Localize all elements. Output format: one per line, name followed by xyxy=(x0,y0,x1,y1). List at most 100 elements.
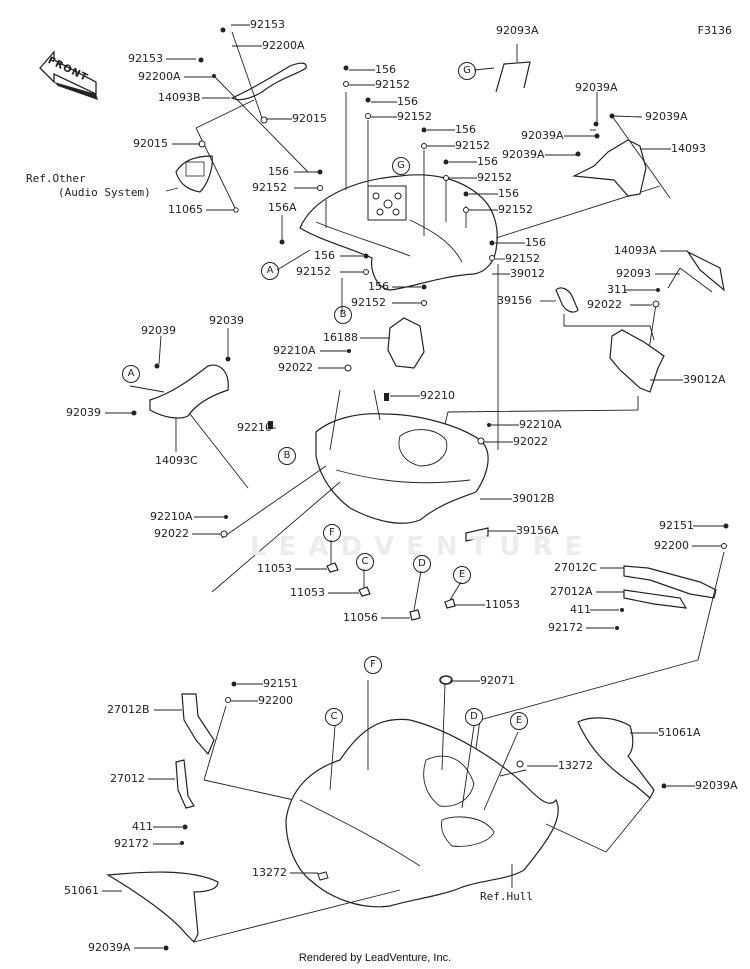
part-label-14093C[interactable]: 14093C xyxy=(155,454,198,467)
part-label-156[interactable]: 156 xyxy=(375,63,396,76)
part-label-92200[interactable]: 92200 xyxy=(258,694,293,707)
part-label-156[interactable]: 156 xyxy=(368,280,389,293)
part-label-92210[interactable]: 92210 xyxy=(237,421,272,434)
part-label-92152[interactable]: 92152 xyxy=(397,110,432,123)
part-label-92210[interactable]: 92210 xyxy=(420,389,455,402)
part-label-92210A[interactable]: 92210A xyxy=(273,344,316,357)
part-label-411[interactable]: 411 xyxy=(132,820,153,833)
callout-d-hull[interactable]: D xyxy=(465,708,483,726)
ref-hull[interactable]: Ref.Hull xyxy=(480,890,533,903)
callout-g-console[interactable]: G xyxy=(392,157,410,175)
part-label-92152[interactable]: 92152 xyxy=(252,181,287,194)
part-label-14093[interactable]: 14093 xyxy=(671,142,706,155)
part-label-27012C[interactable]: 27012C xyxy=(554,561,597,574)
part-label-92200A[interactable]: 92200A xyxy=(262,39,305,52)
part-label-411[interactable]: 411 xyxy=(570,603,591,616)
part-label-13272[interactable]: 13272 xyxy=(252,866,287,879)
part-label-156[interactable]: 156 xyxy=(268,165,289,178)
callout-a-bracket[interactable]: A xyxy=(122,365,140,383)
callout-c-hull[interactable]: C xyxy=(325,708,343,726)
part-label-92039A[interactable]: 92039A xyxy=(521,129,564,142)
part-label-27012A[interactable]: 27012A xyxy=(550,585,593,598)
part-label-39012[interactable]: 39012 xyxy=(510,267,545,280)
part-label-92153[interactable]: 92153 xyxy=(128,52,163,65)
part-label-92200A[interactable]: 92200A xyxy=(138,70,181,83)
part-label-92022[interactable]: 92022 xyxy=(587,298,622,311)
part-label-11065[interactable]: 11065 xyxy=(168,203,203,216)
part-label-156[interactable]: 156 xyxy=(455,123,476,136)
part-label-156[interactable]: 156 xyxy=(498,187,519,200)
part-label-92039[interactable]: 92039 xyxy=(66,406,101,419)
part-label-92071[interactable]: 92071 xyxy=(480,674,515,687)
cover-14093-drawing xyxy=(571,139,647,197)
part-label-92172[interactable]: 92172 xyxy=(548,621,583,634)
part-label-27012B[interactable]: 27012B xyxy=(107,703,150,716)
part-label-39012A[interactable]: 39012A xyxy=(683,373,726,386)
callout-a-console[interactable]: A xyxy=(261,262,279,280)
callout-d-tub[interactable]: D xyxy=(413,555,431,573)
console-39012-drawing xyxy=(299,174,498,291)
part-label-92022[interactable]: 92022 xyxy=(513,435,548,448)
part-label-92093[interactable]: 92093 xyxy=(616,267,651,280)
part-label-92152[interactable]: 92152 xyxy=(477,171,512,184)
part-label-13272[interactable]: 13272 xyxy=(558,759,593,772)
part-label-11053[interactable]: 11053 xyxy=(485,598,520,611)
callout-f-hull[interactable]: F xyxy=(364,656,382,674)
part-label-156[interactable]: 156 xyxy=(525,236,546,249)
part-label-11053[interactable]: 11053 xyxy=(290,586,325,599)
part-label-92152[interactable]: 92152 xyxy=(296,265,331,278)
part-label-92152[interactable]: 92152 xyxy=(505,252,540,265)
callout-g-top[interactable]: G xyxy=(458,62,476,80)
part-label-92200[interactable]: 92200 xyxy=(654,539,689,552)
part-label-92152[interactable]: 92152 xyxy=(455,139,490,152)
cover-14093B-drawing xyxy=(230,62,307,101)
part-label-92151[interactable]: 92151 xyxy=(659,519,694,532)
bin-16188-drawing xyxy=(387,317,425,369)
part-label-92039A[interactable]: 92039A xyxy=(645,110,688,123)
part-label-92022[interactable]: 92022 xyxy=(278,361,313,374)
part-label-39012B[interactable]: 39012B xyxy=(512,492,555,505)
part-label-92039A[interactable]: 92039A xyxy=(502,148,545,161)
part-label-311[interactable]: 311 xyxy=(607,283,628,296)
panel-39012A-drawing xyxy=(609,329,665,393)
callout-b-console[interactable]: B xyxy=(334,306,352,324)
part-label-92015[interactable]: 92015 xyxy=(292,112,327,125)
part-label-92022[interactable]: 92022 xyxy=(154,527,189,540)
callout-f-tub[interactable]: F xyxy=(323,524,341,542)
part-label-92039[interactable]: 92039 xyxy=(209,314,244,327)
part-label-11053[interactable]: 11053 xyxy=(257,562,292,575)
part-label-92151[interactable]: 92151 xyxy=(263,677,298,690)
part-label-27012[interactable]: 27012 xyxy=(110,772,145,785)
part-label-92210A[interactable]: 92210A xyxy=(150,510,193,523)
part-label-14093A[interactable]: 14093A xyxy=(614,244,657,257)
part-label-156A[interactable]: 156A xyxy=(268,201,297,214)
part-label-51061A[interactable]: 51061A xyxy=(658,726,701,739)
part-label-39156A[interactable]: 39156A xyxy=(516,524,559,537)
callout-e-tub[interactable]: E xyxy=(453,566,471,584)
part-label-92210A[interactable]: 92210A xyxy=(519,418,562,431)
part-label-156[interactable]: 156 xyxy=(397,95,418,108)
part-label-92153[interactable]: 92153 xyxy=(250,18,285,31)
part-label-156[interactable]: 156 xyxy=(477,155,498,168)
callout-b-tub[interactable]: B xyxy=(278,447,296,465)
part-label-156[interactable]: 156 xyxy=(314,249,335,262)
part-label-39156[interactable]: 39156 xyxy=(497,294,532,307)
part-label-11056[interactable]: 11056 xyxy=(343,611,378,624)
part-label-92015[interactable]: 92015 xyxy=(133,137,168,150)
part-label-92152[interactable]: 92152 xyxy=(375,78,410,91)
part-label-16188[interactable]: 16188 xyxy=(323,331,358,344)
part-label-51061[interactable]: 51061 xyxy=(64,884,99,897)
part-label-92152[interactable]: 92152 xyxy=(351,296,386,309)
callout-e-hull[interactable]: E xyxy=(510,712,528,730)
part-label-92039A[interactable]: 92039A xyxy=(575,81,618,94)
callout-c-tub[interactable]: C xyxy=(356,553,374,571)
part-label-14093B[interactable]: 14093B xyxy=(158,91,201,104)
part-label-92152[interactable]: 92152 xyxy=(498,203,533,216)
part-label-92172[interactable]: 92172 xyxy=(114,837,149,850)
part-label-92039A[interactable]: 92039A xyxy=(88,941,131,954)
part-label-92093A[interactable]: 92093A xyxy=(496,24,539,37)
footer-credit: Rendered by LeadVenture, Inc. xyxy=(298,952,452,964)
part-label-92039[interactable]: 92039 xyxy=(141,324,176,337)
part-label-92039A[interactable]: 92039A xyxy=(695,779,738,792)
figure-number: F3136 xyxy=(697,24,732,37)
